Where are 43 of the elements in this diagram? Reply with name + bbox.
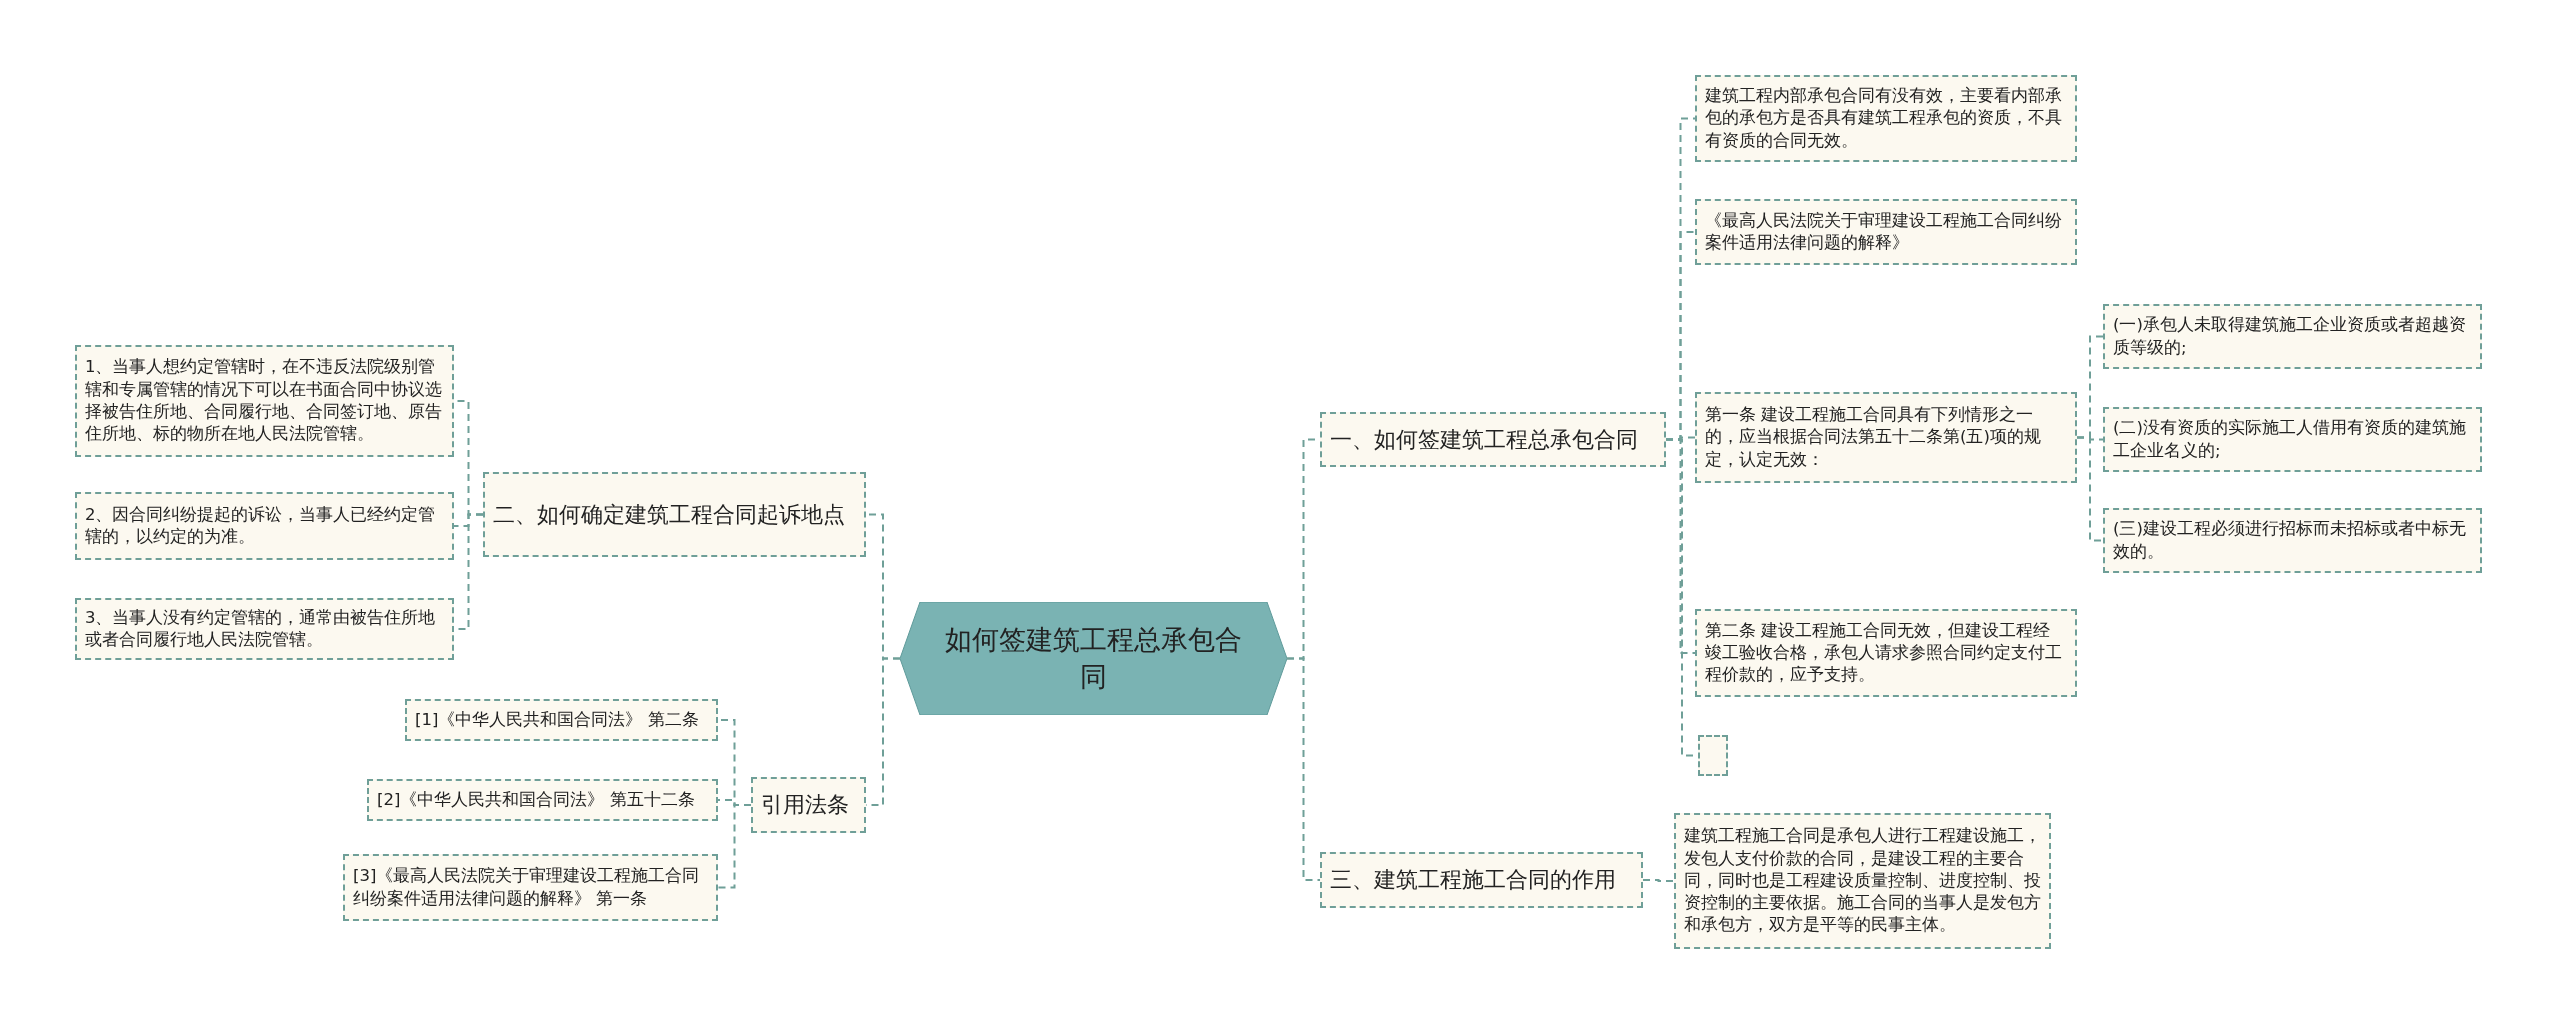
note-box xyxy=(75,598,454,660)
connector-line xyxy=(2076,436,2104,542)
note-box xyxy=(1674,813,2051,949)
note-text: [2]《中华人民共和国合同法》 第五十二条 xyxy=(377,788,695,811)
branch-text: 引用法条 xyxy=(761,791,849,820)
connector-line xyxy=(1286,657,1321,881)
note-text: 建筑工程施工合同是承包人进行工程建设施工，发包人支付价款的合同，是建设工程的主要合同，同时也是工程建设质量控制、进度控制、投资控制的主要依据。施工合同的当事人是发包方和承包方，双方是平等的民事主体。 xyxy=(1684,825,2041,937)
note-box xyxy=(2103,304,2482,369)
note-text: (二)没有资质的实际施工人借用有资质的建筑施工企业名义的; xyxy=(2113,417,2467,462)
note-text: 第一条 建设工程施工合同具有下列情形之一的，应当根据合同法第五十二条第(五)项的规定，认定无效： xyxy=(1705,404,2042,471)
note-box xyxy=(405,699,718,741)
note-text: (一)承包人未取得建筑施工企业资质或者超越资质等级的; xyxy=(2113,314,2467,359)
note-box xyxy=(75,345,454,457)
note-box xyxy=(1695,199,2077,265)
note-text: 第二条 建设工程施工合同无效，但建设工程经竣工验收合格，承包人请求参照合同约定支付工程价款的，应予支持。 xyxy=(1705,619,2063,687)
note-box xyxy=(2103,508,2482,573)
note-text: 《最高人民法院关于审理建设工程施工合同纠纷案件适用法律问题的解释》 xyxy=(1705,209,2063,254)
note-box xyxy=(1695,392,2077,483)
note-box xyxy=(75,492,454,560)
branch-text: 一、如何签建筑工程总承包合同 xyxy=(1330,425,1638,454)
branch-text: 三、建筑工程施工合同的作用 xyxy=(1330,866,1616,895)
branch-box xyxy=(751,777,866,833)
note-box xyxy=(1695,75,2077,162)
empty-box xyxy=(1698,735,1728,776)
note-text: 1、当事人想约定管辖时，在不违反法院级别管辖和专属管辖的情况下可以在书面合同中协议选择被告住所地、合同履行地、合同签订地、原告住所地、标的物所在地人民法院管辖。 xyxy=(85,356,443,446)
branch-box xyxy=(1320,852,1643,908)
note-text: 2、因合同纠纷提起的诉讼，当事人已经约定管辖的，以约定的为准。 xyxy=(85,503,437,548)
note-text: [1]《中华人民共和国合同法》 第二条 xyxy=(415,708,699,731)
branch-box xyxy=(1320,412,1666,467)
connector-line xyxy=(1642,879,1675,882)
note-text: (三)建设工程必须进行招标而未招标或者中标无效的。 xyxy=(2113,518,2467,563)
topic-hexagon xyxy=(900,602,1287,715)
branch-text: 二、如何确定建筑工程合同起诉地点 xyxy=(493,500,845,529)
note-box xyxy=(367,779,718,821)
note-box xyxy=(2103,407,2482,472)
note-text: 建筑工程内部承包合同有没有效，主要看内部承包的承包方是否具有建筑工程承包的资质，不具有资质的合同无效。 xyxy=(1705,85,2063,152)
note-text: 3、当事人没有约定管辖的，通常由被告住所地或者合同履行地人民法院管辖。 xyxy=(85,606,437,651)
branch-box xyxy=(483,472,866,557)
connector-line xyxy=(717,804,752,889)
note-text: [3]《最高人民法院关于审理建设工程施工合同纠纷案件适用法律问题的解释》 第一条 xyxy=(353,865,701,910)
topic-text: 如何签建筑工程总承包合同 xyxy=(944,623,1243,694)
note-box xyxy=(343,854,718,921)
note-box xyxy=(1695,609,2077,697)
